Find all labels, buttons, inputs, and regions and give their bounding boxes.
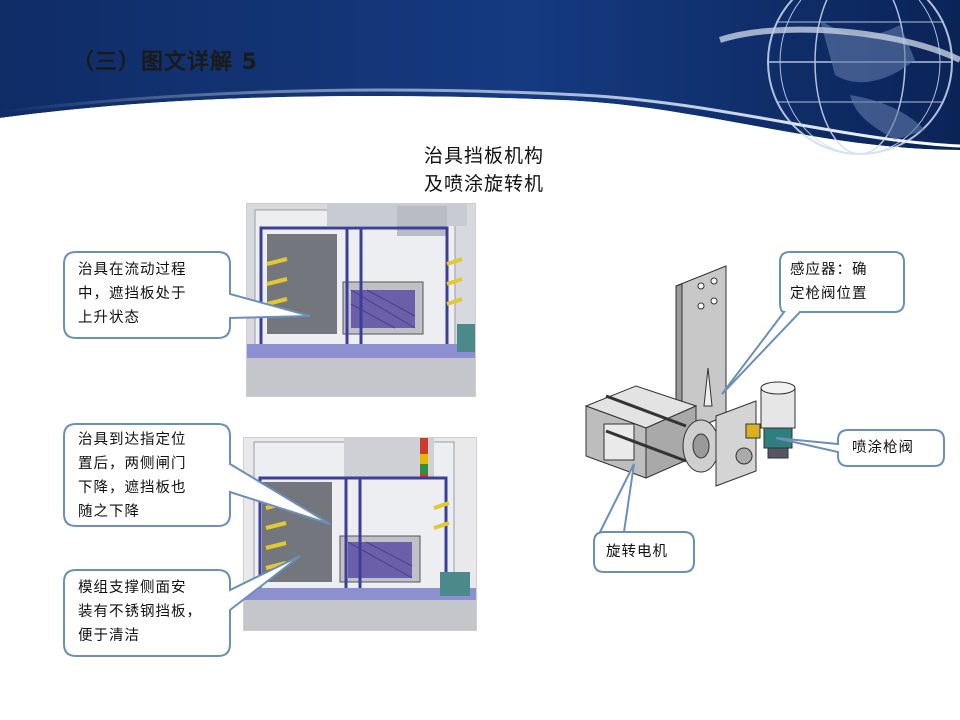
fixture-shield-raised-photo	[246, 203, 476, 397]
callout-text-shield-lowered: 治具到达指定位 置后，两侧闸门 下降，遮挡板也 随之下降	[78, 432, 187, 520]
callout-text-spray-valve: 喷涂枪阀	[852, 440, 914, 456]
callout-text-shield-raised: 治具在流动过程 中，遮挡板处于 上升状态	[78, 262, 187, 326]
fixture-shield-lowered-photo	[243, 437, 477, 631]
header-banner	[0, 0, 960, 160]
slide-title: （三）图文详解 5	[72, 50, 258, 75]
callout-text-sensor: 感应器：确 定枪阀位置	[790, 262, 868, 302]
caption-line: 治具挡板机构	[424, 145, 545, 167]
spray-rotation-mechanism-drawing	[584, 265, 796, 487]
callout-text-stainless-baffle: 模组支撑侧面安 装有不锈钢挡板， 便于清洁	[78, 580, 202, 644]
callout-text-rotary-motor: 旋转电机	[606, 544, 668, 560]
figure-caption: 治具挡板机构 及喷涂旋转机 构	[424, 142, 574, 202]
caption-line: 构	[424, 198, 574, 202]
globe-icon	[719, 0, 960, 155]
caption-line: 及喷涂旋转机	[424, 173, 545, 195]
